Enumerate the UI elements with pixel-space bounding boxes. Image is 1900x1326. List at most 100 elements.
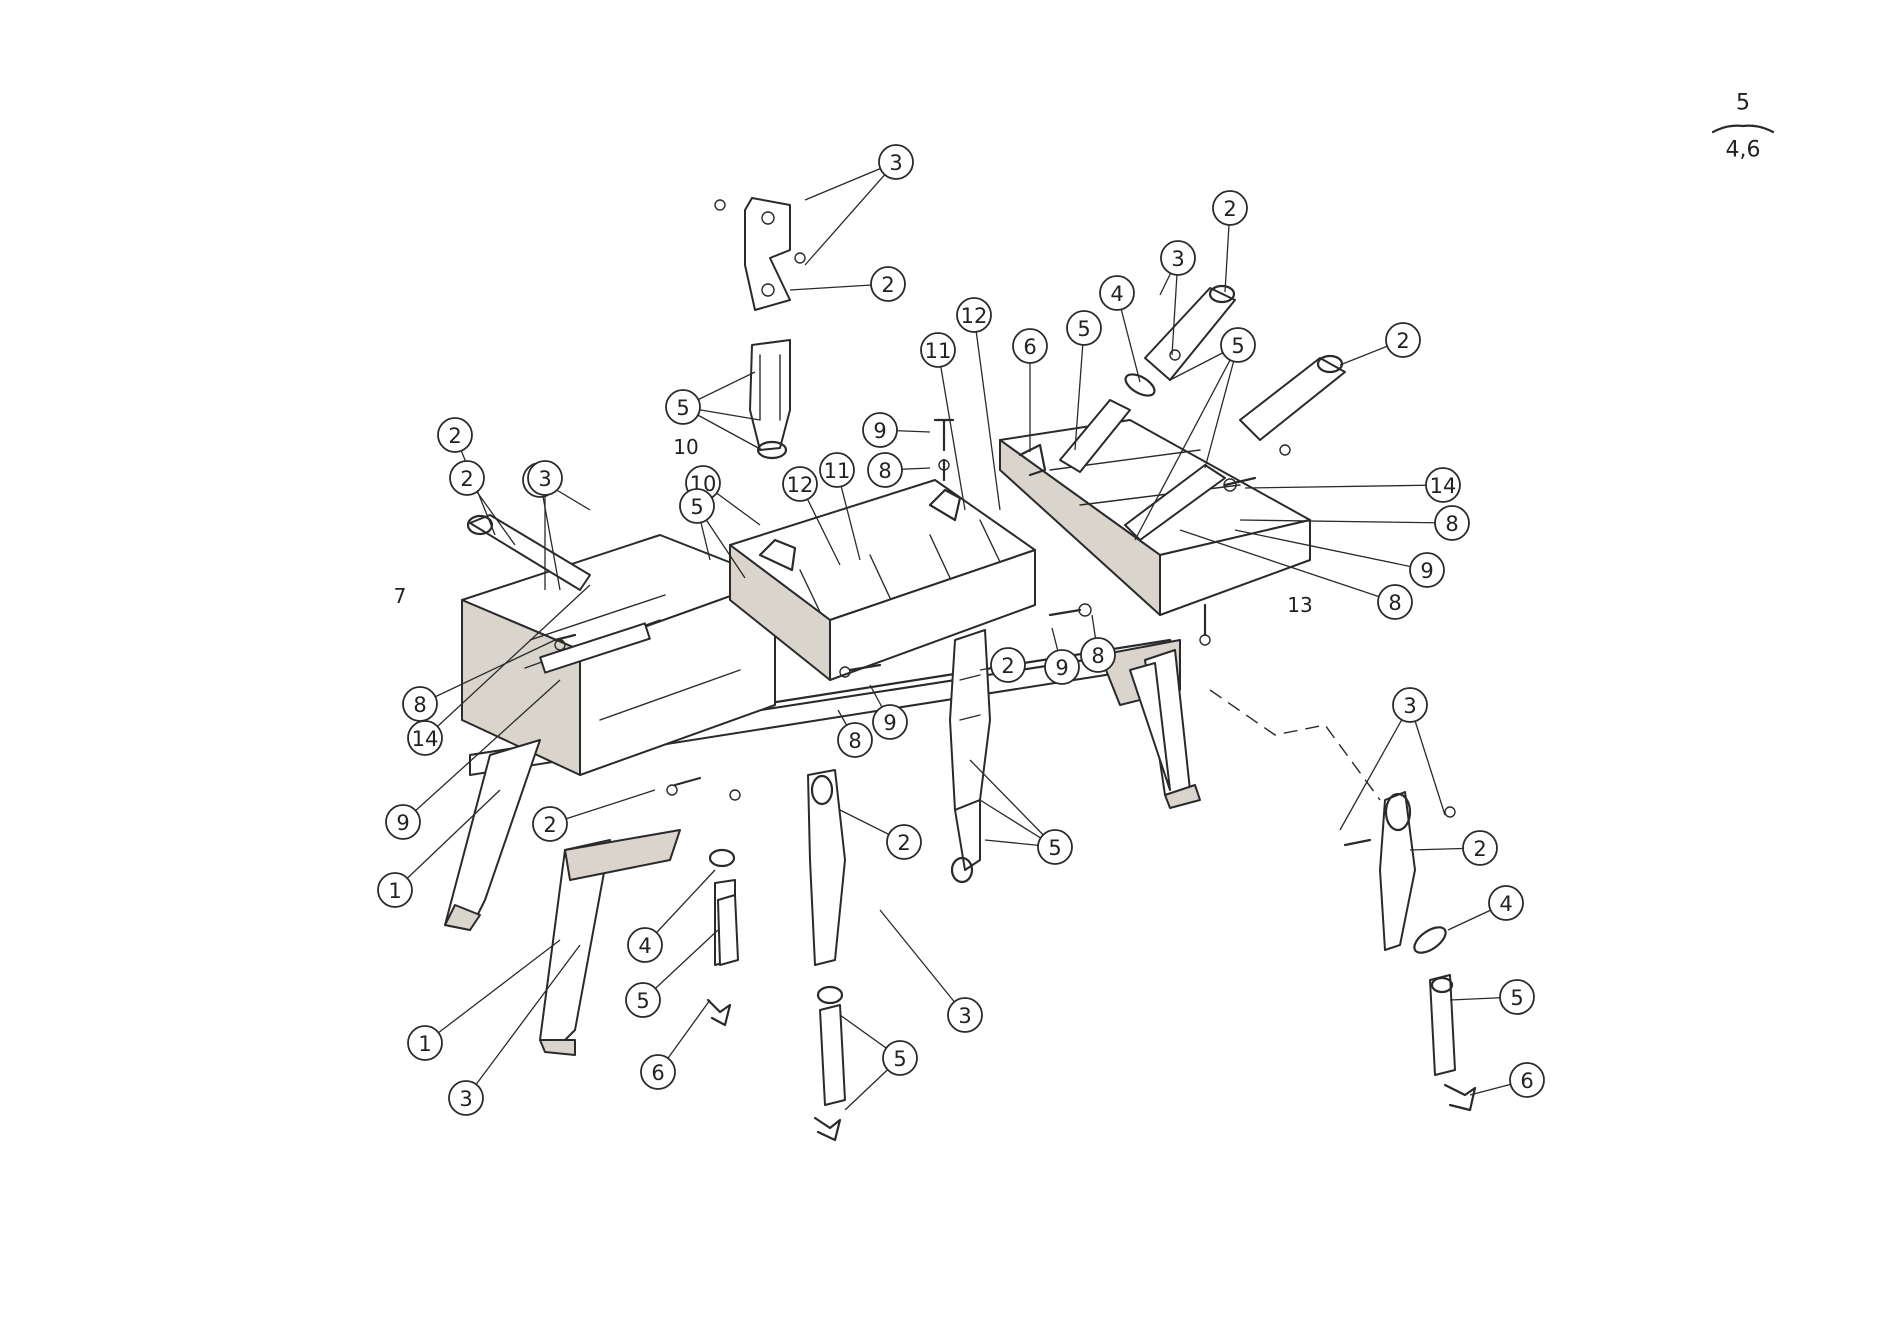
callout-number: 3 [1403, 694, 1416, 718]
sheet-reference: 5 4,6 [1711, 91, 1775, 163]
callout-2: 2 [1385, 322, 1421, 358]
callout-circle [862, 412, 898, 448]
callout-number: 2 [897, 831, 910, 855]
callout-3: 3 [878, 144, 914, 180]
callout-circle [819, 452, 855, 488]
callout-3: 3 [947, 997, 983, 1033]
callout-circle [1499, 979, 1535, 1015]
callout-number: 3 [958, 1004, 971, 1028]
main-frame-assembly [461, 419, 1311, 776]
callout-2: 2 [532, 806, 568, 842]
callout-number: 4 [1499, 892, 1512, 916]
callout-9: 9 [862, 412, 898, 448]
callout-5: 5 [1037, 829, 1073, 865]
fasteners [553, 199, 1456, 847]
callout-number: 12 [961, 304, 988, 328]
leader-line [973, 314, 1001, 511]
callout-number: 3 [889, 151, 902, 175]
callout-5: 5 [882, 1040, 918, 1076]
callout-number: 1 [418, 1032, 431, 1056]
callout-5: 5 [679, 488, 715, 524]
callout-12: 12 [956, 297, 992, 333]
callout-14: 14 [1425, 467, 1461, 503]
callout-circle [956, 297, 992, 333]
callout-circle [448, 1080, 484, 1116]
leader-line [804, 161, 897, 266]
leader-line [394, 789, 501, 891]
callout-circle [640, 1054, 676, 1090]
callout-circle [1099, 275, 1135, 311]
callout-circle [385, 804, 421, 840]
callout-12: 12 [782, 466, 818, 502]
callout-number: 5 [1048, 836, 1061, 860]
callout-circle [990, 647, 1026, 683]
callout-2: 2 [449, 460, 485, 496]
leader-line [419, 639, 556, 705]
callout-2: 2 [870, 266, 906, 302]
callout-number: 4 [1110, 282, 1123, 306]
leader-line [879, 909, 966, 1016]
callout-number: 11 [925, 339, 952, 363]
callout-circle [625, 982, 661, 1018]
callout-circle [1080, 637, 1116, 673]
callout-5: 5 [625, 982, 661, 1018]
callout-4: 4 [1488, 885, 1524, 921]
callout-number: 3 [459, 1087, 472, 1111]
callout-circle [527, 460, 563, 496]
callout-circle [1377, 584, 1413, 620]
callout-4: 4 [1099, 275, 1135, 311]
sheet-ref-bottom: 4,6 [1726, 138, 1761, 163]
callout-circle [782, 466, 818, 502]
sheet-ref-top: 5 [1736, 91, 1750, 116]
callout-9: 9 [1044, 649, 1080, 685]
callout-circle [1066, 310, 1102, 346]
callout-4: 4 [627, 927, 663, 963]
callout-circle [627, 927, 663, 963]
callout-number: 9 [1420, 559, 1433, 583]
callout-3: 3 [1160, 240, 1196, 276]
callout-6: 6 [1012, 328, 1048, 364]
callout-circle [1462, 830, 1498, 866]
callout-11: 11 [819, 452, 855, 488]
strap-parts [466, 197, 1477, 1142]
frame-legs [444, 649, 1201, 1056]
callout-2: 2 [437, 417, 473, 453]
callout-number: 14 [412, 727, 439, 751]
leader-line [465, 944, 581, 1099]
callout-number: 8 [848, 729, 861, 753]
callout-number: 6 [1023, 335, 1036, 359]
callout-3: 3 [448, 1080, 484, 1116]
callout-circle [1037, 829, 1073, 865]
callout-circle [1509, 1062, 1545, 1098]
label-13: 13 [1287, 593, 1312, 617]
leader-line [1134, 344, 1239, 541]
callout-circle [532, 806, 568, 842]
callout-circle [1160, 240, 1196, 276]
callout-number: 5 [636, 989, 649, 1013]
callout-14: 14 [407, 720, 443, 756]
callout-5: 5 [1066, 310, 1102, 346]
leader-line [1244, 484, 1444, 489]
callout-circle [1012, 328, 1048, 364]
callout-number: 2 [543, 813, 556, 837]
callout-2: 2 [886, 824, 922, 860]
callout-circle [407, 720, 443, 756]
callout-number: 8 [1445, 512, 1458, 536]
callout-6: 6 [640, 1054, 676, 1090]
leader-line [424, 584, 591, 739]
callout-circle [872, 704, 908, 740]
callout-circle [679, 488, 715, 524]
callout-circle [1212, 190, 1248, 226]
callout-number: 5 [1077, 317, 1090, 341]
label-7: 7 [394, 584, 407, 608]
callout-circle [1425, 467, 1461, 503]
callout-3: 3 [527, 460, 563, 496]
callout-number: 6 [1520, 1069, 1533, 1093]
callout-number: 3 [1171, 247, 1184, 271]
callout-circle [407, 1025, 443, 1061]
callout-8: 8 [837, 722, 873, 758]
callout-number: 2 [448, 424, 461, 448]
callout-number: 3 [538, 467, 551, 491]
callout-3: 3 [1392, 687, 1428, 723]
callout-5: 5 [1220, 327, 1256, 363]
